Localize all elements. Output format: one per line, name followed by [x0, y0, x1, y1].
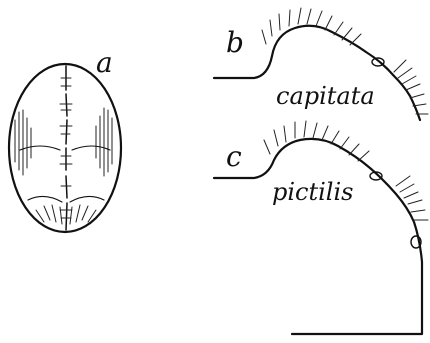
label-b: b: [226, 26, 244, 59]
panel-a: a: [9, 46, 121, 232]
left-hatching: [15, 110, 31, 175]
caption-b: capitata: [276, 82, 375, 110]
profile-c-outline: [214, 139, 422, 334]
label-c: c: [226, 140, 242, 173]
bristles-c-lower: [396, 176, 428, 220]
label-a: a: [96, 46, 113, 79]
caption-c: pictilis: [272, 178, 353, 206]
panel-c: c pictilis: [214, 121, 428, 334]
central-suture: [66, 66, 67, 230]
panel-b: b capitata: [214, 8, 428, 120]
bristles-b-lower: [394, 60, 428, 114]
transverse-suture-lower: [28, 196, 104, 202]
right-hatching: [96, 108, 112, 176]
